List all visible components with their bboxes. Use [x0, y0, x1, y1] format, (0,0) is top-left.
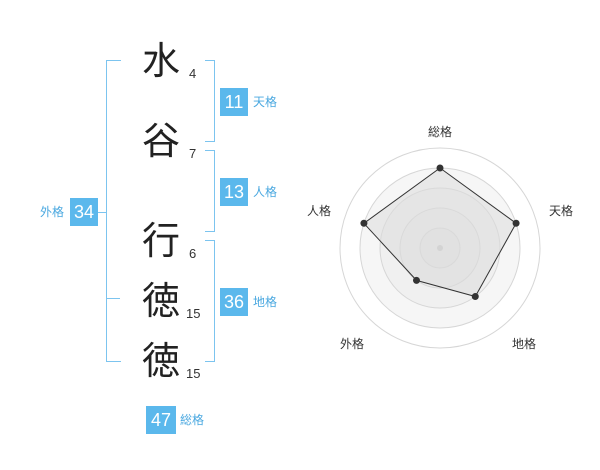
chikaku-bracket — [205, 240, 215, 362]
jinkaku-value-badge: 13 — [220, 178, 248, 206]
radar-label-chikaku: 地格 — [512, 337, 537, 351]
name-char-1: 水 — [142, 39, 181, 83]
stroke-count-5: 15 — [186, 366, 201, 381]
radar-label-tenkaku: 天格 — [549, 204, 574, 218]
gaikaku-bracket — [106, 60, 121, 362]
jinkaku-label: 人格 — [253, 185, 278, 199]
gaikaku-label: 外格 — [40, 205, 65, 219]
stroke-count-3: 6 — [189, 246, 197, 261]
radar-point-3 — [412, 276, 420, 284]
tenkaku-value-badge: 11 — [220, 88, 248, 116]
name-char-4: 徳 — [142, 279, 181, 323]
chikaku-value-badge: 36 — [220, 288, 248, 316]
name-char-5: 徳 — [142, 339, 181, 383]
radar-point-0 — [436, 164, 444, 172]
gaikaku-connector — [98, 212, 106, 213]
gaikaku-bracket-mid — [106, 298, 120, 299]
radar-polygon — [363, 167, 517, 298]
tenkaku-bracket — [205, 60, 215, 142]
tenkaku-label: 天格 — [253, 95, 278, 109]
radar-point-4 — [360, 219, 368, 227]
name-char-2: 谷 — [142, 119, 181, 163]
jinkaku-bracket — [205, 150, 215, 232]
gaikaku-value-badge: 34 — [70, 198, 98, 226]
radar-label-gaikaku: 外格 — [340, 337, 365, 351]
radar-label-jinkaku: 人格 — [307, 204, 332, 218]
stroke-count-4: 15 — [186, 306, 201, 321]
soukaku-value-badge: 47 — [146, 406, 176, 434]
soukaku-label: 総格 — [180, 413, 205, 427]
radar-point-1 — [512, 219, 520, 227]
chikaku-label: 地格 — [253, 295, 278, 309]
name-char-3: 行 — [142, 219, 181, 263]
stroke-count-1: 4 — [189, 66, 197, 81]
radar-point-2 — [471, 293, 479, 301]
stroke-count-2: 7 — [189, 146, 197, 161]
radar-label-soukaku: 総格 — [428, 125, 453, 139]
